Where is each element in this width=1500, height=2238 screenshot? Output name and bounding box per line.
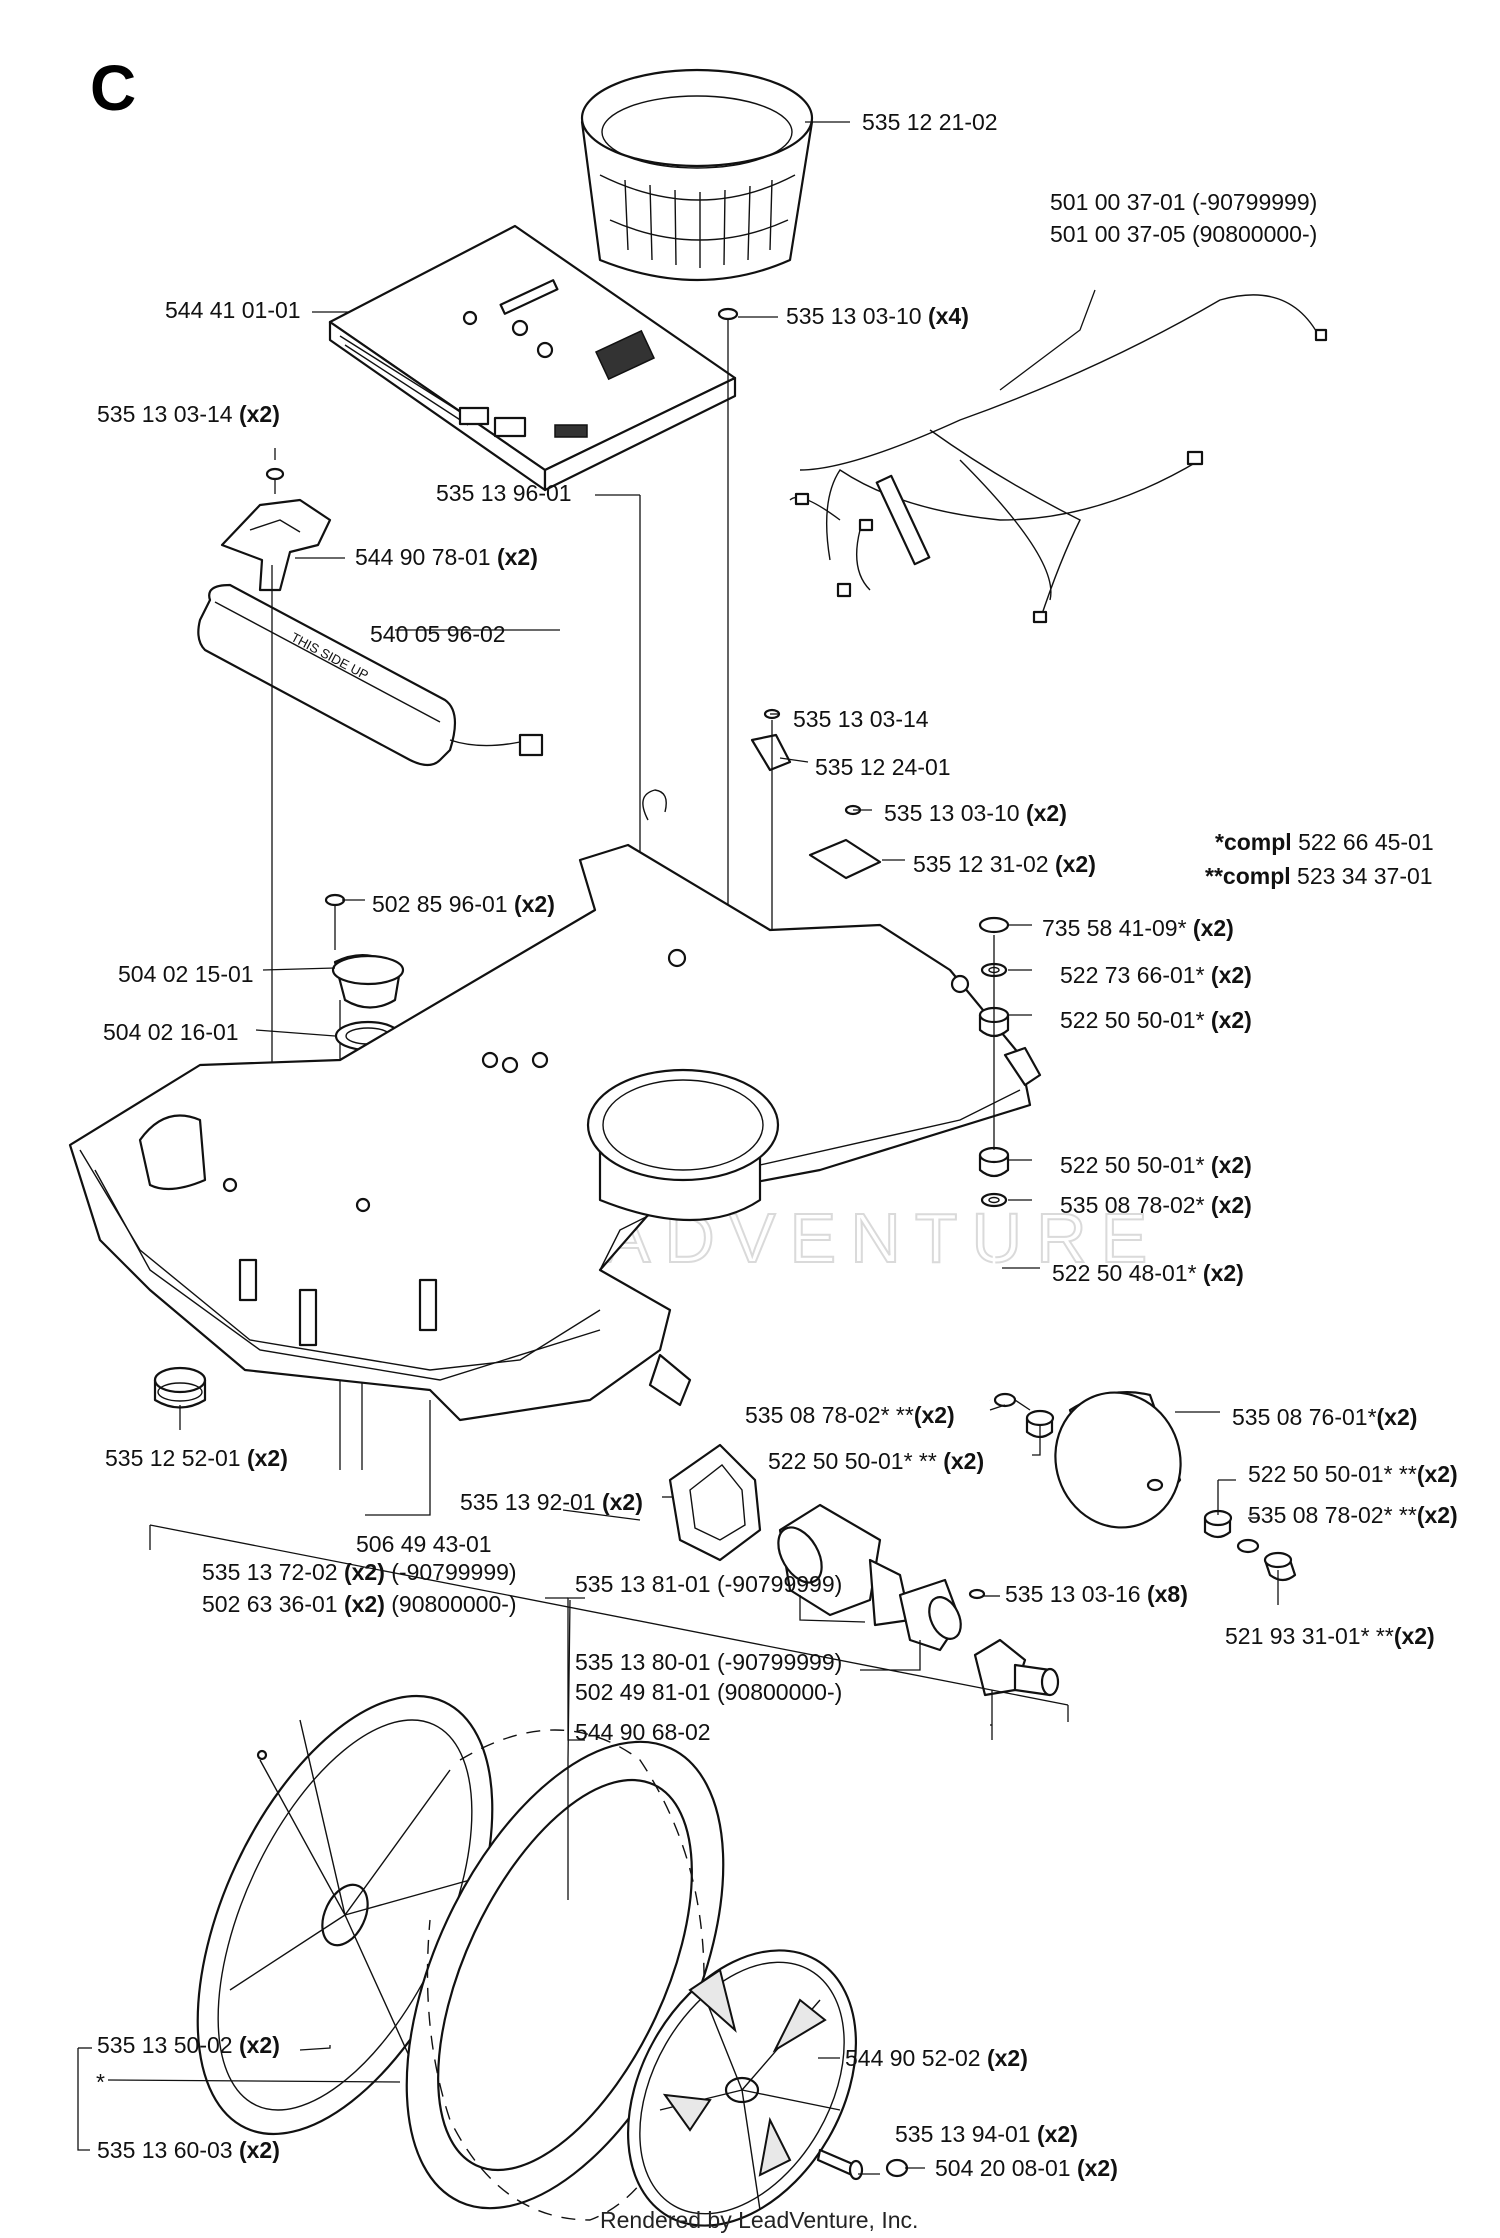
foot-part (153, 1366, 207, 1409)
label-535-12-52-01: 535 12 52-01 (x2) (105, 1445, 288, 1471)
label-535-12-24-01: 535 12 24-01 (815, 754, 951, 780)
label-501-00-37-05: 501 00 37-05 (90800000-) (1050, 221, 1317, 247)
screw-2-part (324, 893, 346, 950)
kit-notes: *compl 522 66 45-01 **compl 523 34 37-01 (1205, 829, 1434, 889)
label-535-13-03-14-x2: 535 13 03-14 (x2) (97, 401, 280, 427)
label-535-13-96-01: 535 13 96-01 (436, 480, 572, 506)
group-brackets (545, 1597, 585, 1741)
battery-part: THIS SIDE UP (197, 565, 544, 1230)
label-522-50-50-01-c: 522 50 50-01* ** (x2) (768, 1448, 984, 1474)
label-535-08-78-02-b: 535 08 78-02* **(x2) (745, 1402, 955, 1428)
screw-3-part (968, 1588, 986, 1600)
label-535-13-03-10-x4: 535 13 03-10 (x4) (786, 303, 969, 329)
gasket-part (668, 1443, 762, 1562)
bolt-part (816, 2148, 864, 2181)
label-544-90-78-01: 544 90 78-01 (x2) (355, 544, 538, 570)
label-535-13-03-14: 535 13 03-14 (793, 706, 929, 732)
label-502-63-36-01: 502 63 36-01 (x2) (90800000-) (202, 1591, 517, 1617)
label-535-13-03-10-x2: 535 13 03-10 (x2) (884, 800, 1067, 826)
footer-credit: Rendered by LeadVenture, Inc. (600, 2207, 918, 2233)
section-letter: C (90, 52, 136, 124)
kit-note-2: **compl 523 34 37-01 (1205, 863, 1433, 889)
label-535-08-78-02: 535 08 78-02* (x2) (1060, 1192, 1252, 1218)
part-labels: 535 12 21-02 501 00 37-01 (-90799999) 50… (96, 109, 1458, 2181)
label-535-12-21-02: 535 12 21-02 (862, 109, 998, 135)
kit-note-1: *compl 522 66 45-01 (1215, 829, 1434, 855)
label-501-00-37-01: 501 00 37-01 (-90799999) (1050, 189, 1317, 215)
hub-cap-part (626, 1949, 858, 2227)
hub-part (973, 1638, 1060, 1740)
label-535-13-72-02: 535 13 72-02 (x2) (-90799999) (202, 1559, 517, 1585)
plate-part (808, 804, 882, 880)
label-asterisk: * (96, 2069, 105, 2095)
label-522-50-50-01-a: 522 50 50-01* (x2) (1060, 1007, 1252, 1033)
label-535-13-50-02: 535 13 50-02 (x2) (97, 2032, 280, 2058)
label-535-08-76-01: 535 08 76-01*(x2) (1232, 1404, 1417, 1430)
label-522-50-50-01-d: 522 50 50-01* **(x2) (1248, 1461, 1458, 1487)
label-522-50-50-01-b: 522 50 50-01* (x2) (1060, 1152, 1252, 1178)
label-544-41-01-01: 544 41 01-01 (165, 297, 301, 323)
label-535-13-92-01: 535 13 92-01 (x2) (460, 1489, 643, 1515)
label-522-50-48-01: 522 50 48-01* (x2) (1052, 1260, 1244, 1286)
label-504-02-15-01: 504 02 15-01 (118, 961, 254, 987)
circuit-board-part (328, 224, 737, 492)
small-screw-part (265, 467, 285, 494)
label-544-90-52-02: 544 90 52-02 (x2) (845, 2045, 1028, 2071)
label-522-73-66-01: 522 73 66-01* (x2) (1060, 962, 1252, 988)
washer-stack-lower (978, 935, 1010, 1208)
cylinder-ring-part (580, 68, 814, 282)
chassis-part (68, 843, 1042, 1422)
label-535-08-78-02-c: 535 08 78-02* **(x2) (1248, 1502, 1458, 1528)
label-535-13-94-01: 535 13 94-01 (x2) (895, 2121, 1078, 2147)
label-504-20-08-01: 504 20 08-01 (x2) (935, 2155, 1118, 2181)
label-544-90-68-02: 544 90 68-02 (575, 1719, 711, 1745)
bracket-part (220, 498, 332, 592)
label-506-49-43-01: 506 49 43-01 (356, 1531, 492, 1557)
label-735-58-41-09: 735 58 41-09* (x2) (1042, 915, 1234, 941)
label-535-13-03-16: 535 13 03-16 (x8) (1005, 1581, 1188, 1607)
label-540-05-96-02: 540 05 96-02 (370, 621, 506, 647)
cap-part (885, 2158, 909, 2178)
axle-rod-part (898, 1215, 996, 1402)
motor-part (777, 1503, 962, 1652)
label-504-02-16-01: 504 02 16-01 (103, 1019, 239, 1045)
label-502-85-96-01: 502 85 96-01 (x2) (372, 891, 555, 917)
label-502-49-81-01: 502 49 81-01 (90800000-) (575, 1679, 842, 1705)
label-535-13-81-01: 535 13 81-01 (-90799999) (575, 1571, 842, 1597)
wire-harness-part (789, 294, 1328, 624)
label-535-13-60-03: 535 13 60-03 (x2) (97, 2137, 280, 2163)
label-521-93-31-01: 521 93 31-01* **(x2) (1225, 1623, 1435, 1649)
label-535-13-80-01: 535 13 80-01 (-90799999) (575, 1649, 842, 1675)
leader-lines (77, 121, 1279, 2175)
label-535-12-31-02: 535 12 31-02 (x2) (913, 851, 1096, 877)
front-wheel-part (993, 1391, 1297, 1582)
